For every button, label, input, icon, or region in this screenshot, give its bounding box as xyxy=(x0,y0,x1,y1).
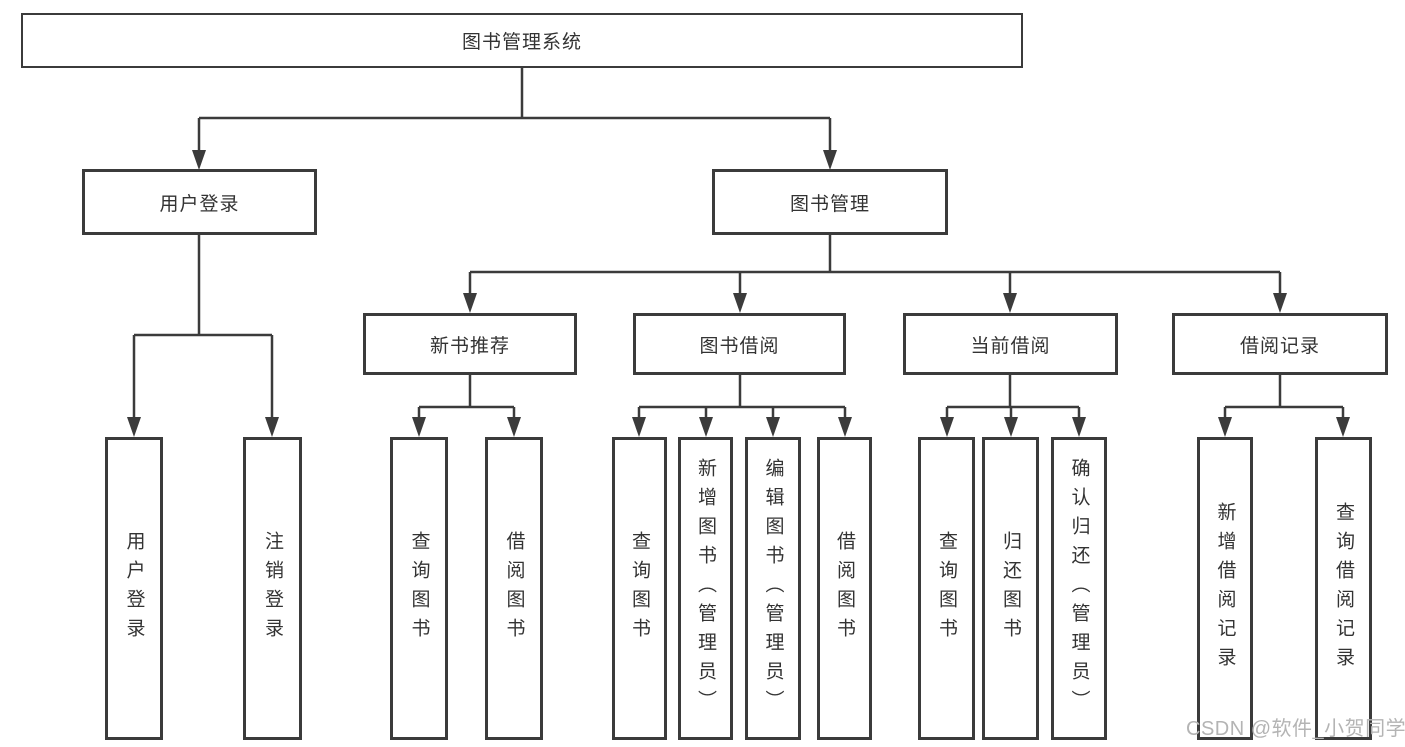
node-leaf-query-books-borrow: 查询图书 xyxy=(612,437,667,740)
watermark: CSDN @软件_小贺同学 xyxy=(1186,718,1405,740)
node-label: 新增借阅记录 xyxy=(1214,501,1236,676)
arrow-down-icon xyxy=(699,417,713,437)
node-leaf-query-books-recommend: 查询图书 xyxy=(390,437,448,740)
connector-root-to-level2 xyxy=(192,68,837,170)
arrow-down-icon xyxy=(1336,417,1350,437)
node-label: 新书推荐 xyxy=(429,335,510,357)
node-label: 借阅图书 xyxy=(503,530,525,647)
connector-user-login-branch xyxy=(127,235,279,437)
arrow-down-icon xyxy=(192,150,206,170)
arrow-down-icon xyxy=(507,417,521,437)
node-library-management-system: 图书管理系统 xyxy=(21,13,1023,68)
arrow-down-icon xyxy=(632,417,646,437)
node-label: 图书管理系统 xyxy=(461,32,582,53)
node-borrow-records: 借阅记录 xyxy=(1172,313,1388,375)
arrow-down-icon xyxy=(1004,417,1018,437)
arrow-down-icon xyxy=(1273,293,1287,313)
node-new-book-recommend: 新书推荐 xyxy=(363,313,577,375)
node-leaf-return-book: 归还图书 xyxy=(982,437,1039,740)
arrow-down-icon xyxy=(940,417,954,437)
node-leaf-add-book-admin: 新增图书（管理员） xyxy=(678,437,733,740)
node-label: 用户登录 xyxy=(159,193,240,215)
arrow-down-icon xyxy=(838,417,852,437)
node-label: 当前借阅 xyxy=(970,335,1051,357)
node-label: 编辑图书（管理员） xyxy=(762,458,784,719)
node-leaf-borrow-books-recommend: 借阅图书 xyxy=(485,437,543,740)
node-label: 查询借阅记录 xyxy=(1333,501,1354,676)
node-label: 借阅记录 xyxy=(1239,335,1320,357)
node-leaf-confirm-return-admin: 确认归还（管理员） xyxy=(1051,437,1107,740)
arrow-down-icon xyxy=(127,417,141,437)
arrow-down-icon xyxy=(1218,417,1232,437)
node-label: 归还图书 xyxy=(1000,530,1021,647)
connector-book-management-branch xyxy=(463,235,1287,313)
node-book-management: 图书管理 xyxy=(712,169,948,235)
arrow-down-icon xyxy=(265,417,279,437)
node-leaf-user-login: 用户登录 xyxy=(105,437,163,740)
node-label: 新增图书（管理员） xyxy=(695,458,716,719)
node-leaf-logout: 注销登录 xyxy=(243,437,302,740)
arrow-down-icon xyxy=(412,417,426,437)
connector-book-borrow-branch xyxy=(632,375,852,437)
node-label: 查询图书 xyxy=(936,530,957,647)
node-leaf-borrow-books: 借阅图书 xyxy=(817,437,872,740)
node-leaf-edit-book-admin: 编辑图书（管理员） xyxy=(745,437,801,740)
node-leaf-add-borrow-record: 新增借阅记录 xyxy=(1197,437,1253,740)
connector-current-borrow-branch xyxy=(940,375,1086,437)
node-label: 用户登录 xyxy=(123,530,145,647)
arrow-down-icon xyxy=(733,293,747,313)
node-label: 查询图书 xyxy=(629,530,650,647)
node-label: 查询图书 xyxy=(408,530,430,647)
node-user-login: 用户登录 xyxy=(82,169,317,235)
arrow-down-icon xyxy=(766,417,780,437)
node-book-borrow: 图书借阅 xyxy=(633,313,846,375)
arrow-down-icon xyxy=(1072,417,1086,437)
node-leaf-query-books-current: 查询图书 xyxy=(918,437,975,740)
arrow-down-icon xyxy=(463,293,477,313)
node-leaf-query-borrow-record: 查询借阅记录 xyxy=(1315,437,1372,740)
connector-new-book-branch xyxy=(412,375,521,437)
node-current-borrow: 当前借阅 xyxy=(903,313,1118,375)
node-label: 确认归还（管理员） xyxy=(1068,458,1090,719)
node-label: 图书借阅 xyxy=(699,335,780,357)
arrow-down-icon xyxy=(823,150,837,170)
node-label: 注销登录 xyxy=(262,530,283,647)
connector-borrow-records-branch xyxy=(1218,375,1350,437)
node-label: 图书管理 xyxy=(789,193,870,215)
arrow-down-icon xyxy=(1003,293,1017,313)
node-label: 借阅图书 xyxy=(834,530,855,647)
